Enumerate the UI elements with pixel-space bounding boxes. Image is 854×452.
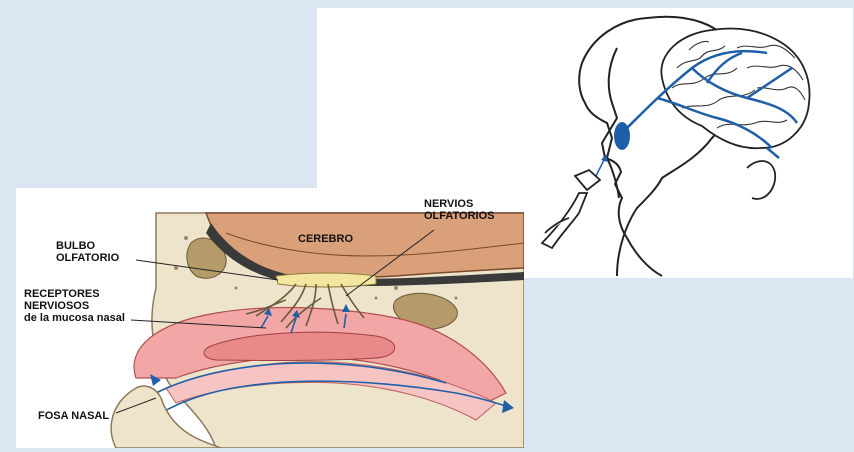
scent-arrow xyxy=(595,158,605,178)
label-nervios-olfatorios: NERVIOS OLFATORIOS xyxy=(424,198,495,222)
label-receptores-line-2: NERVIOSOS xyxy=(24,300,125,312)
label-bulbo-olfatorio-line-1: BULBO xyxy=(56,240,119,252)
nasal-cross-section-panel: CEREBRO NERVIOS OLFATORIOS BULBO OLFATOR… xyxy=(16,188,524,448)
label-receptores-line-3: de la mucosa nasal xyxy=(24,312,125,324)
label-bulbo-olfatorio: BULBO OLFATORIO xyxy=(56,240,119,264)
label-bulbo-olfatorio-line-2: OLFATORIO xyxy=(56,252,119,264)
label-nervios-olfatorios-line-1: NERVIOS xyxy=(424,198,495,210)
face-profile xyxy=(602,48,662,276)
label-receptores: RECEPTORES NERVIOSOS de la mucosa nasal xyxy=(24,288,125,324)
label-nervios-olfatorios-line-2: OLFATORIOS xyxy=(424,210,495,222)
hand-with-bottle xyxy=(542,170,600,248)
label-fosa-nasal: FOSA NASAL xyxy=(38,410,109,422)
olfactory-region xyxy=(614,122,630,150)
label-cerebro: CEREBRO xyxy=(298,233,353,245)
ear xyxy=(747,161,775,199)
label-receptores-line-1: RECEPTORES xyxy=(24,288,125,300)
